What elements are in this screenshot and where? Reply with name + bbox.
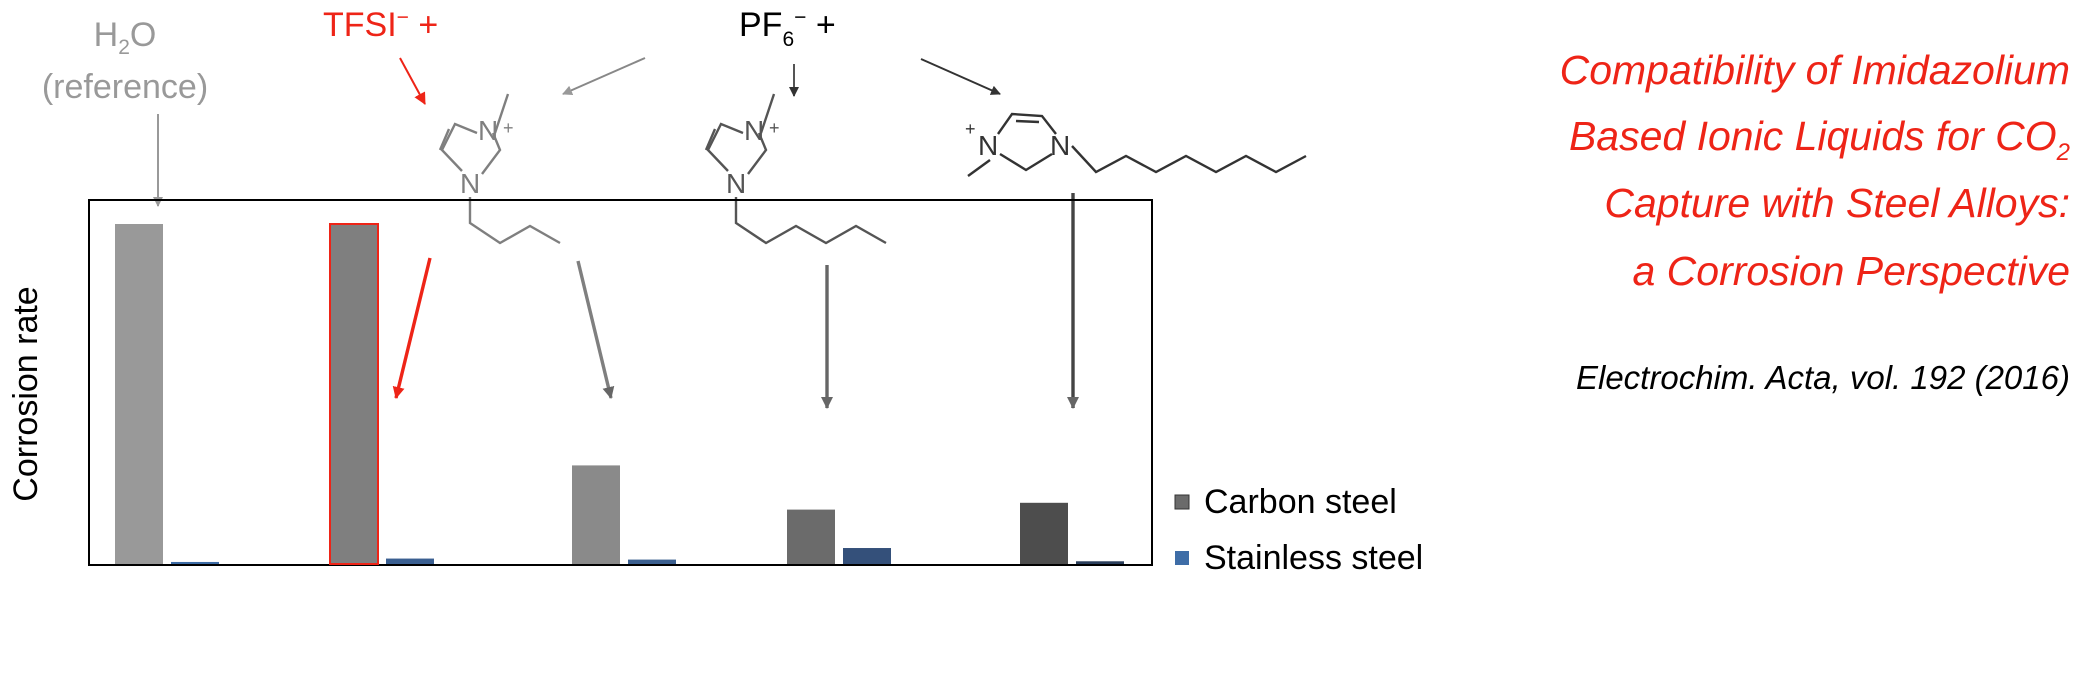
svg-text:N: N [478,115,498,146]
pf6-label: PF6− + [739,6,836,51]
bars [115,223,1124,565]
title-line-3: Capture with Steel Alloys: [1604,180,2070,226]
water-label: H2O [94,16,157,59]
title-block: Compatibility of Imidazolium Based Ionic… [1560,47,2070,294]
legend-swatch-stainless-steel [1175,551,1189,565]
tfsi-label: TFSI− + [323,6,438,44]
reference-label: (reference) [42,68,208,106]
svg-text:N: N [726,168,746,199]
title-line-2: Based Ionic Liquids for CO2 [1569,113,2070,166]
bar-carbon-steel-1 [115,224,163,564]
y-axis-label: Corrosion rate [7,286,45,501]
svg-text:N: N [460,168,480,199]
title-line-4: a Corrosion Perspective [1632,248,2070,294]
molecule-c4mim: N + N [438,93,561,245]
svg-text:+: + [965,119,976,139]
bar-carbon-steel-3 [572,465,620,564]
svg-text:+: + [503,118,514,138]
title-line-1: Compatibility of Imidazolium [1560,47,2070,93]
svg-text:N: N [1050,130,1070,161]
svg-text:N: N [978,130,998,161]
pf6-arrow-c8 [920,58,1001,95]
molecule-c8mim: N + N [965,112,1307,177]
legend: Carbon steel Stainless steel [1174,483,1423,577]
bar-stainless-steel-1 [171,561,219,564]
tfsi-down-arrow [392,257,432,399]
bar-carbon-steel-2 [329,223,379,565]
legend-swatch-carbon-steel [1174,494,1190,510]
bar-carbon-steel-5 [1020,502,1068,564]
molecule-c6mim: N + N [704,93,887,245]
bar-carbon-steel-4 [787,509,835,564]
pf6-arrow-c4 [562,57,646,95]
plot-frame [88,199,1153,566]
svg-text:+: + [769,118,780,138]
tfsi-arrow [399,57,426,105]
citation: Electrochim. Acta, vol. 192 (2016) [1576,359,2070,396]
legend-label-stainless-steel: Stainless steel [1204,539,1423,577]
c4-down-arrow [576,260,615,399]
bar-stainless-steel-5 [1076,561,1124,564]
legend-label-carbon-steel: Carbon steel [1204,483,1397,521]
svg-text:N: N [744,115,764,146]
bar-stainless-steel-4 [843,548,891,564]
bar-stainless-steel-2 [386,558,434,564]
bar-stainless-steel-3 [628,559,676,564]
